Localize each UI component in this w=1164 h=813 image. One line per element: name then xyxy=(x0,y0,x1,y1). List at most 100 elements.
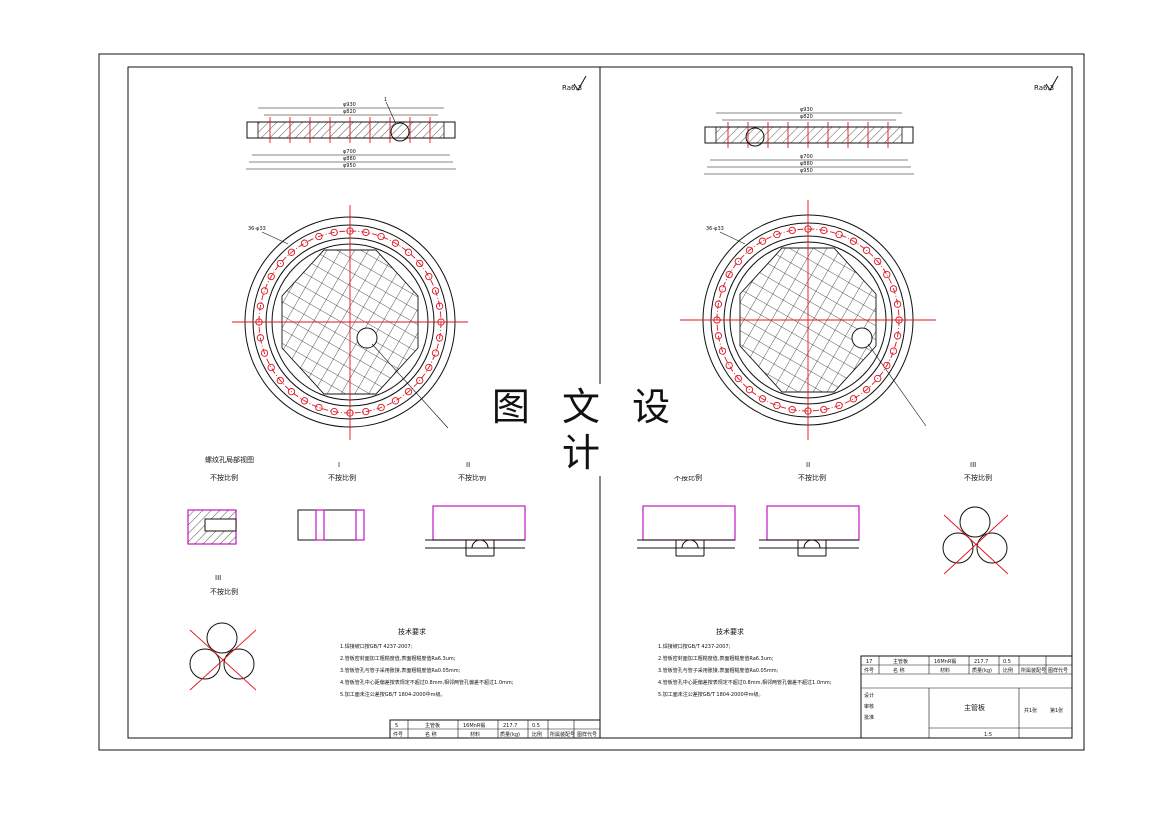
svg-text:比例: 比例 xyxy=(532,731,542,738)
bolt-hole xyxy=(883,361,891,370)
bolt-hole xyxy=(718,285,727,293)
svg-text:II: II xyxy=(806,461,810,469)
svg-text:名 称: 名 称 xyxy=(893,667,905,674)
bolt-hole xyxy=(435,302,444,310)
svg-text:主管板: 主管板 xyxy=(964,703,985,712)
svg-text:比例: 比例 xyxy=(1003,667,1013,674)
svg-text:φ820: φ820 xyxy=(343,109,356,115)
svg-text:III: III xyxy=(970,461,976,469)
bolt-hole xyxy=(362,228,370,237)
svg-text:主管板: 主管板 xyxy=(893,658,908,665)
svg-text:第1张: 第1张 xyxy=(1050,707,1063,714)
bolt-hole xyxy=(804,225,812,233)
bolt-hole xyxy=(362,407,370,416)
bolt-hole xyxy=(889,285,898,293)
bolt-hole xyxy=(431,287,440,295)
svg-text:不按比例: 不按比例 xyxy=(210,473,238,482)
svg-text:φ950: φ950 xyxy=(343,163,356,169)
outer-frame xyxy=(98,53,1085,751)
bolt-hole xyxy=(276,376,284,385)
svg-text:名 称: 名 称 xyxy=(425,731,437,738)
bolt-hole xyxy=(745,246,754,254)
bolt-hole xyxy=(893,300,902,308)
svg-text:φ880: φ880 xyxy=(800,161,813,167)
bolt-hole xyxy=(874,374,882,383)
right-plan-view: 36-φ33 xyxy=(680,200,936,440)
svg-text:4.管板管孔中心距偏差按表规定不超过0.8mm,相邻两管孔偏: 4.管板管孔中心距偏差按表规定不超过0.8mm,相邻两管孔偏差不超过1.0mm; xyxy=(340,679,514,686)
svg-text:5.加工面未注公差按GB/T 1804-2000中m级。: 5.加工面未注公差按GB/T 1804-2000中m级。 xyxy=(340,691,446,698)
svg-text:3.管板管孔与管子采用胀接,表面粗糙度值Ra0.05mm;: 3.管板管孔与管子采用胀接,表面粗糙度值Ra0.05mm; xyxy=(340,667,461,674)
bolt-hole xyxy=(745,386,754,394)
bolt-hole xyxy=(315,232,323,241)
svg-text:4.管板管孔中心距偏差按表规定不超过0.8mm,相邻两管孔偏: 4.管板管孔中心距偏差按表规定不超过0.8mm,相邻两管孔偏差不超过1.0mm; xyxy=(658,679,832,686)
bolt-hole xyxy=(725,361,733,370)
bolt-hole xyxy=(862,246,871,254)
bolt-hole xyxy=(893,332,902,340)
title-block: 17 主管板 16MnR锻 217.7 0.5 件号 名 称 材料 质量(kg)… xyxy=(860,655,1073,739)
bolt-hole xyxy=(377,403,385,412)
svg-text:图样代号: 图样代号 xyxy=(577,731,597,738)
bolt-hole xyxy=(267,272,275,281)
bolt-hole xyxy=(260,349,269,357)
bolt-hole xyxy=(734,374,742,383)
left-detail-i: I 不按比例 xyxy=(297,461,365,541)
svg-text:I: I xyxy=(338,461,340,469)
bolt-hole xyxy=(849,237,858,245)
bolt-hole xyxy=(437,318,445,326)
bolt-hole xyxy=(835,230,843,239)
svg-text:不按比例: 不按比例 xyxy=(674,473,702,482)
left-bolt-holes xyxy=(255,227,445,417)
bolt-hole xyxy=(788,226,796,235)
svg-text:1.焊接坡口按GB/T 4237-2007;: 1.焊接坡口按GB/T 4237-2007; xyxy=(658,643,731,650)
roughness-symbol-right: Ra6.3 xyxy=(1034,75,1059,92)
svg-text:5.加工面未注公差按GB/T 1804-2000中m级。: 5.加工面未注公差按GB/T 1804-2000中m级。 xyxy=(658,691,764,698)
svg-text:16MnR锻: 16MnR锻 xyxy=(463,722,485,729)
bolt-hole xyxy=(425,272,433,281)
svg-text:件号: 件号 xyxy=(864,667,874,674)
svg-text:φ930: φ930 xyxy=(343,102,356,108)
left-tech-notes: 技术要求 1.焊接坡口按GB/T 4237-2007; 2.管板密封面加工粗糙度… xyxy=(340,627,514,698)
bolt-hole xyxy=(391,397,400,405)
roughness-symbol-left: Ra6.3 xyxy=(562,75,587,92)
left-detail-ii: II 不按比例 xyxy=(425,461,526,557)
svg-text:所属装配号: 所属装配号 xyxy=(550,731,575,738)
svg-text:1: 1 xyxy=(384,97,387,103)
bolt-hole xyxy=(377,232,385,241)
svg-text:不按比例: 不按比例 xyxy=(328,473,356,482)
watermark-text: 图 文 设 计 xyxy=(478,384,694,476)
bolt-hole xyxy=(773,230,781,239)
left-section-view: φ930 φ820 φ700 φ880 φ950 1 xyxy=(246,97,456,170)
svg-text:2.管板密封面加工粗糙度值,表面粗糙度值Ra6.3um;: 2.管板密封面加工粗糙度值,表面粗糙度值Ra6.3um; xyxy=(340,655,456,662)
svg-text:φ700: φ700 xyxy=(343,149,356,155)
svg-text:不按比例: 不按比例 xyxy=(798,473,826,482)
svg-text:图样代号: 图样代号 xyxy=(1048,667,1068,674)
svg-text:螺纹孔局部视图: 螺纹孔局部视图 xyxy=(205,455,254,464)
svg-text:17: 17 xyxy=(866,659,872,665)
svg-text:1.焊接坡口按GB/T 4237-2007;: 1.焊接坡口按GB/T 4237-2007; xyxy=(340,643,413,650)
svg-text:技术要求: 技术要求 xyxy=(398,627,426,636)
bolt-hole xyxy=(425,363,433,372)
bolt-hole xyxy=(820,226,828,235)
bolt-hole xyxy=(718,347,727,355)
svg-text:φ930: φ930 xyxy=(800,107,813,113)
bolt-hole xyxy=(267,363,275,372)
bolt-hole xyxy=(391,239,400,247)
bolt-hole xyxy=(300,239,309,247)
bolt-hole xyxy=(346,409,354,417)
bolt-hole xyxy=(330,228,338,237)
bolt-hole xyxy=(883,270,891,279)
svg-text:φ820: φ820 xyxy=(800,114,813,120)
svg-text:0.5: 0.5 xyxy=(532,723,540,729)
right-detail-i: I 不按比例 xyxy=(637,461,736,557)
bolt-hole xyxy=(758,395,767,403)
svg-text:不按比例: 不按比例 xyxy=(458,473,486,482)
bolt-hole xyxy=(435,334,444,342)
svg-text:批准: 批准 xyxy=(864,714,874,721)
bolt-hole xyxy=(404,388,413,396)
svg-text:36-φ33: 36-φ33 xyxy=(248,226,266,232)
bolt-hole xyxy=(849,395,858,403)
bolt-hole xyxy=(788,405,796,414)
bolt-hole xyxy=(287,248,296,256)
bolt-hole xyxy=(889,347,898,355)
